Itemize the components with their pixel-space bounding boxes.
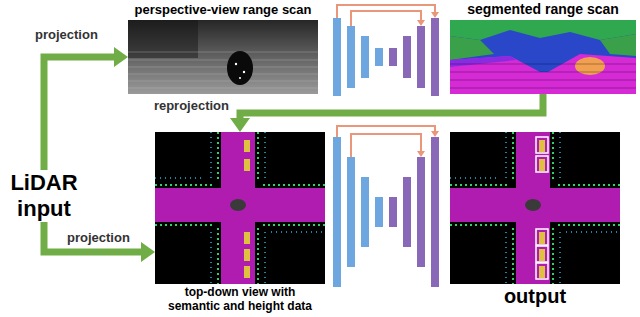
panel-caption: segmented range scan (467, 1, 619, 18)
edge-label: projection (66, 230, 131, 245)
panel-caption: top-down view with semantic and height d… (160, 285, 320, 313)
arrow-line (44, 57, 114, 170)
flow-arrow (44, 222, 155, 262)
range-scan-image (128, 20, 318, 94)
arrow-head (141, 242, 155, 262)
arrow-line (240, 94, 543, 118)
panel-caption: output (504, 285, 566, 308)
network-encoder-decoder (333, 5, 439, 96)
segmented-scan-image (450, 20, 636, 94)
network-encoder-decoder (333, 126, 439, 287)
arrow-line (44, 222, 141, 252)
flow-arrow (230, 94, 543, 132)
input-label: LiDAR input (2, 170, 86, 222)
detection-box (536, 137, 548, 279)
image-panel: segmented range scan (450, 20, 636, 94)
arrow-head (114, 47, 128, 67)
image-panel: perspective-view range scan (128, 20, 318, 94)
output-image (450, 132, 620, 284)
panel-caption: perspective-view range scan (134, 2, 311, 18)
image-panel: top-down view with semantic and height d… (155, 132, 325, 284)
caption-holder: segmented range scan (467, 1, 619, 18)
caption-holder: top-down view with semantic and height d… (160, 285, 320, 313)
arrow-head (230, 118, 250, 132)
edge-label: projection (34, 27, 99, 42)
top-down-image (155, 132, 325, 284)
input-label-node: LiDAR input (2, 170, 86, 222)
image-panel: output (450, 132, 620, 284)
caption-holder: output (504, 285, 566, 308)
caption-holder: perspective-view range scan (134, 2, 311, 18)
flow-arrow (44, 47, 128, 170)
edge-label: reprojection (153, 98, 230, 113)
